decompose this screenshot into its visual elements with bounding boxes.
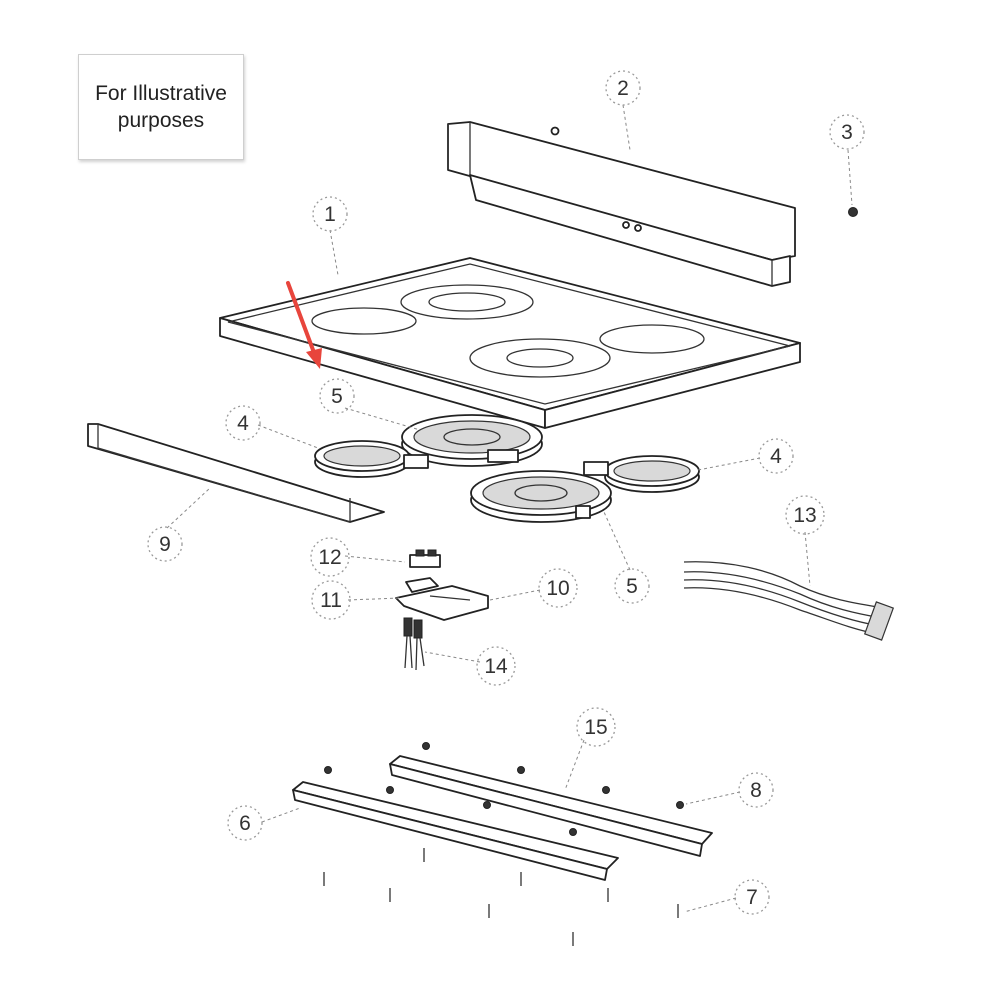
callout-15: 15 (576, 707, 616, 747)
part-2-backguard[interactable] (447, 121, 796, 287)
callout-6: 6 (227, 805, 263, 841)
illustrative-notice: For Illustrative purposes (78, 54, 244, 160)
callout-11: 11 (311, 580, 351, 620)
leader-lines (166, 104, 853, 913)
callout-13: 13 (785, 495, 825, 535)
part-4-burner-right[interactable] (583, 455, 700, 493)
callout-5-bottom: 5 (614, 568, 650, 604)
callout-10: 10 (538, 568, 578, 608)
svg-text:4: 4 (237, 412, 249, 435)
callout-5-top: 5 (319, 378, 355, 414)
svg-text:10: 10 (546, 577, 569, 600)
svg-text:7: 7 (746, 886, 758, 909)
part-5-burner-bottom[interactable] (470, 470, 612, 523)
callout-3: 3 (829, 114, 865, 150)
part-8-nuts[interactable] (324, 742, 684, 836)
svg-text:2: 2 (617, 77, 629, 100)
callout-4-left: 4 (225, 405, 261, 441)
notice-line-2: purposes (117, 109, 205, 132)
part-9-front-trim[interactable] (87, 423, 385, 523)
svg-text:3: 3 (841, 121, 853, 144)
part-5-burner-top[interactable] (401, 414, 543, 467)
callout-12: 12 (310, 537, 350, 577)
part-6-front-rail[interactable] (292, 781, 619, 881)
part-13-wire-harness[interactable] (683, 561, 895, 641)
svg-text:1: 1 (324, 203, 336, 226)
callout-9: 9 (147, 526, 183, 562)
svg-text:5: 5 (331, 385, 343, 408)
part-1-cooktop[interactable] (219, 257, 801, 429)
highlight-arrow (286, 281, 322, 369)
callout-7: 7 (734, 879, 770, 915)
callout-1: 1 (312, 196, 348, 232)
part-4-burner-left[interactable] (314, 440, 429, 478)
callout-14: 14 (476, 646, 516, 686)
part-7-screws[interactable] (323, 848, 679, 946)
part-15-rear-rail[interactable] (389, 755, 713, 857)
callout-8: 8 (738, 772, 774, 808)
svg-text:6: 6 (239, 812, 251, 835)
notice-line-1: For Illustrative (95, 82, 227, 105)
svg-text:11: 11 (320, 589, 342, 612)
part-14-connectors[interactable] (403, 617, 425, 671)
svg-text:8: 8 (750, 779, 762, 802)
part-3-screw[interactable] (848, 207, 858, 217)
svg-text:4: 4 (770, 445, 782, 468)
svg-text:5: 5 (626, 575, 638, 598)
svg-text:14: 14 (484, 655, 508, 678)
callout-2: 2 (605, 70, 641, 106)
part-11-bracket[interactable] (405, 577, 439, 593)
svg-text:12: 12 (318, 546, 341, 569)
svg-text:9: 9 (159, 533, 171, 556)
svg-text:15: 15 (584, 716, 607, 739)
callout-4-right: 4 (758, 438, 794, 474)
part-12-switch[interactable] (409, 549, 441, 568)
svg-text:13: 13 (793, 504, 816, 527)
part-10-mount-plate[interactable] (395, 585, 489, 621)
